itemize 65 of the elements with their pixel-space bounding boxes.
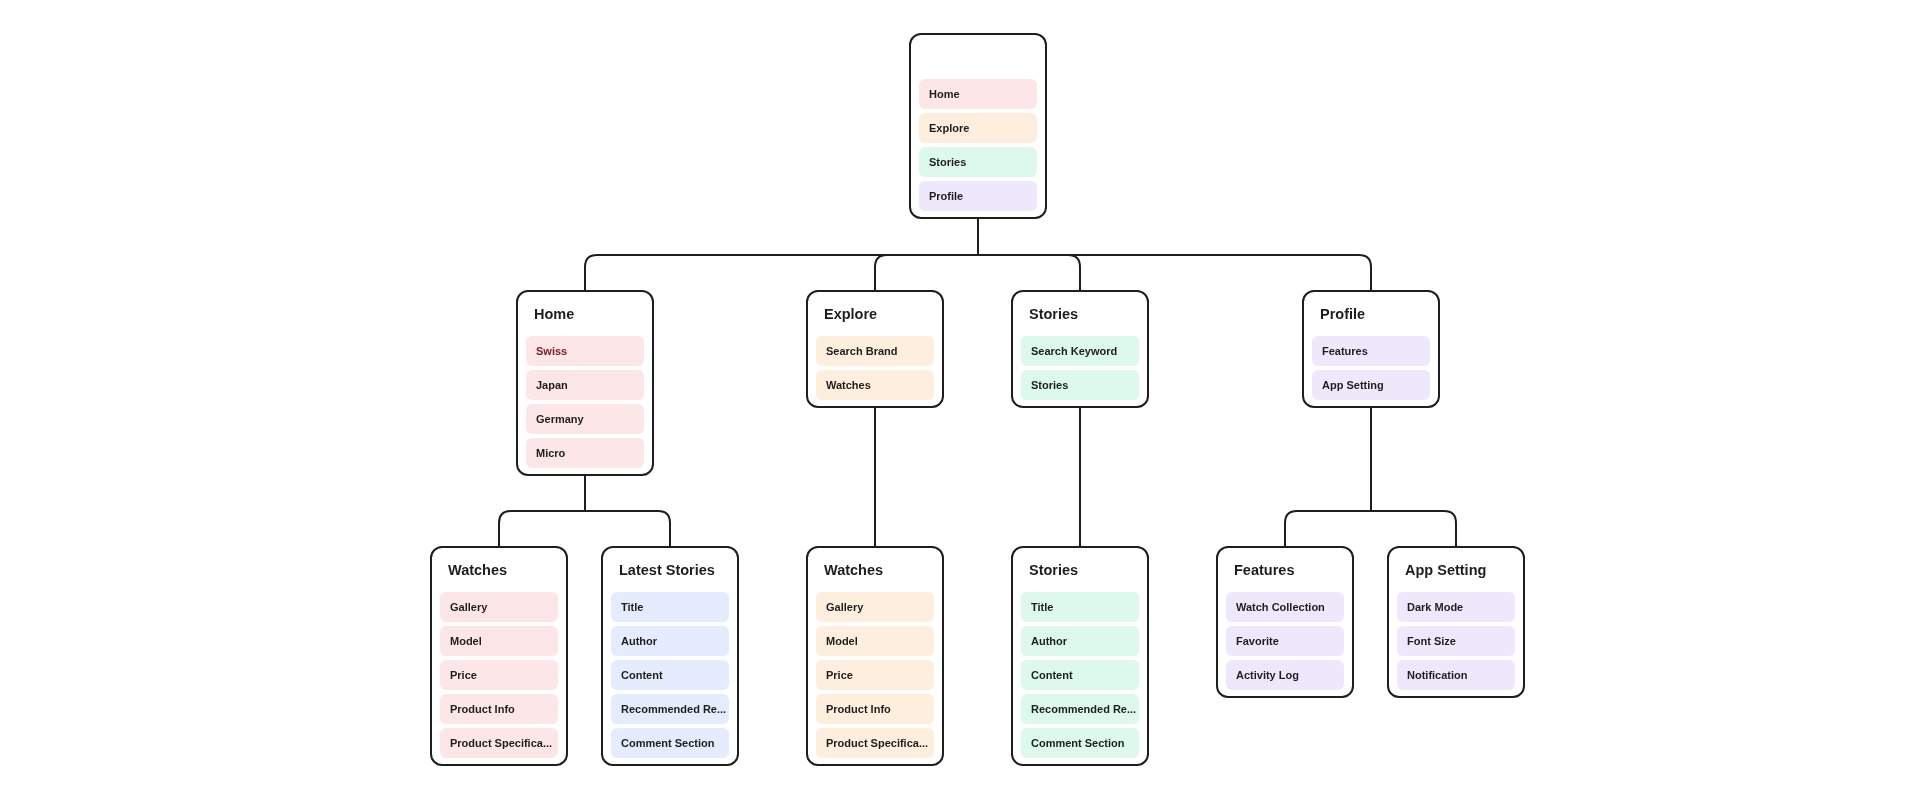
menu-item: Activity Log — [1226, 660, 1344, 690]
menu-item: Comment Section — [1021, 728, 1139, 758]
connector-line — [1079, 407, 1081, 547]
page-card — [1011, 546, 1149, 766]
menu-item: Product Specifica... — [816, 728, 934, 758]
menu-item: Dark Mode — [1397, 592, 1515, 622]
menu-item: Model — [816, 626, 934, 656]
menu-item: Home — [919, 79, 1037, 109]
menu-item: Recommended Re... — [611, 694, 729, 724]
card-title: Latest Stories — [619, 562, 715, 578]
menu-item: Japan — [526, 370, 644, 400]
menu-item: Profile — [919, 181, 1037, 211]
page-card — [806, 290, 944, 408]
page-card — [1011, 290, 1149, 408]
menu-item: Price — [440, 660, 558, 690]
menu-item: Stories — [919, 147, 1037, 177]
menu-item: Product Info — [816, 694, 934, 724]
card-title: Features — [1234, 562, 1295, 578]
menu-item: Swiss — [526, 336, 644, 366]
page-card — [1216, 546, 1354, 698]
card-title: Watches — [824, 562, 884, 578]
menu-item: Author — [1021, 626, 1139, 656]
card-title: App Setting — [1405, 562, 1487, 578]
menu-item: Favorite — [1226, 626, 1344, 656]
page-card — [1302, 290, 1440, 408]
menu-item: Watches — [816, 370, 934, 400]
menu-item: Gallery — [816, 592, 934, 622]
menu-item: Title — [611, 592, 729, 622]
menu-item: Notification — [1397, 660, 1515, 690]
card-title: Stories — [1029, 306, 1079, 322]
menu-item: Germany — [526, 404, 644, 434]
menu-item: Recommended Re... — [1021, 694, 1139, 724]
connector-line — [1370, 407, 1457, 547]
menu-item: Search Keyword — [1021, 336, 1139, 366]
menu-item: Product Info — [440, 694, 558, 724]
page-card — [516, 290, 654, 476]
page-card — [430, 546, 568, 766]
menu-item: Model — [440, 626, 558, 656]
menu-item: Content — [1021, 660, 1139, 690]
menu-item: Micro — [526, 438, 644, 468]
page-card — [806, 546, 944, 766]
menu-item: Gallery — [440, 592, 558, 622]
page-card — [1387, 546, 1525, 698]
menu-item: Comment Section — [611, 728, 729, 758]
menu-item: Font Size — [1397, 626, 1515, 656]
menu-item: Title — [1021, 592, 1139, 622]
menu-item: Stories — [1021, 370, 1139, 400]
menu-item: Content — [611, 660, 729, 690]
menu-item: Watch Collection — [1226, 592, 1344, 622]
menu-item: Features — [1312, 336, 1430, 366]
menu-item: Search Brand — [816, 336, 934, 366]
menu-item: Product Specifica... — [440, 728, 558, 758]
menu-item: Explore — [919, 113, 1037, 143]
card-title: Profile — [1320, 306, 1366, 322]
card-title: Stories — [1029, 562, 1079, 578]
connector-line — [584, 475, 671, 547]
connector-line — [874, 407, 876, 547]
card-title: Explore — [824, 306, 878, 322]
card-title: Home — [534, 306, 575, 322]
menu-item: App Setting — [1312, 370, 1430, 400]
page-card — [909, 33, 1047, 219]
card-title: Watches — [448, 562, 508, 578]
menu-item: Price — [816, 660, 934, 690]
page-card — [601, 546, 739, 766]
menu-item: Author — [611, 626, 729, 656]
